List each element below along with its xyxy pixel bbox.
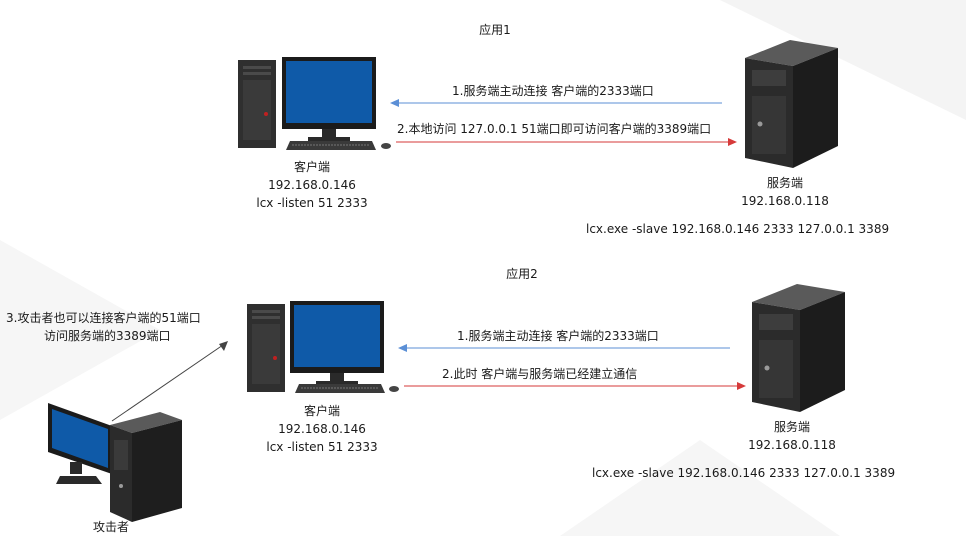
scenario1-title: 应用1 xyxy=(479,23,511,37)
scenario2-server-name: 服务端 xyxy=(773,420,810,434)
scenario1-server-name: 服务端 xyxy=(766,176,803,190)
client-monitor xyxy=(282,57,376,142)
attacker-note-line2: 访问服务端的3389端口 xyxy=(44,329,171,343)
scenario2-client-command: lcx -listen 51 2333 xyxy=(266,440,378,454)
scenario2-client-ip: 192.168.0.146 xyxy=(278,422,366,436)
scenario2-blue-arrow xyxy=(398,344,730,352)
scenario1-client-command: lcx -listen 51 2333 xyxy=(256,196,368,210)
scenario2-server-command: lcx.exe -slave 192.168.0.146 2333 127.0.… xyxy=(592,466,896,480)
attacker-arrow xyxy=(111,341,228,422)
scenario2-red-arrow xyxy=(404,382,746,390)
scenario2-title: 应用2 xyxy=(506,267,538,281)
client-keyboard xyxy=(286,141,391,150)
scenario1-red-arrow-label: 2.本地访问 127.0.0.1 51端口即可访问客户端的3389端口 xyxy=(397,122,712,136)
attacker-name: 攻击者 xyxy=(92,520,129,534)
scenario2-server-ip: 192.168.0.118 xyxy=(748,438,836,452)
scenario1-red-arrow xyxy=(396,138,737,146)
scenario2-client-name: 客户端 xyxy=(303,404,340,418)
attacker-note-line1: 3.攻击者也可以连接客户端的51端口 xyxy=(6,311,201,325)
client-tower xyxy=(238,60,276,148)
scenario1-blue-arrow-label: 1.服务端主动连接 客户端的2333端口 xyxy=(452,84,654,98)
scenario2-red-arrow-label: 2.此时 客户端与服务端已经建立通信 xyxy=(442,367,638,381)
scenario1-client-name: 客户端 xyxy=(293,160,330,174)
scenario2-blue-arrow-label: 1.服务端主动连接 客户端的2333端口 xyxy=(457,329,659,343)
scenario1-client-ip: 192.168.0.146 xyxy=(268,178,356,192)
scenario1-server-ip: 192.168.0.118 xyxy=(741,194,829,208)
scenario1-server-command: lcx.exe -slave 192.168.0.146 2333 127.0.… xyxy=(586,222,890,236)
scenario1-blue-arrow xyxy=(390,99,722,107)
